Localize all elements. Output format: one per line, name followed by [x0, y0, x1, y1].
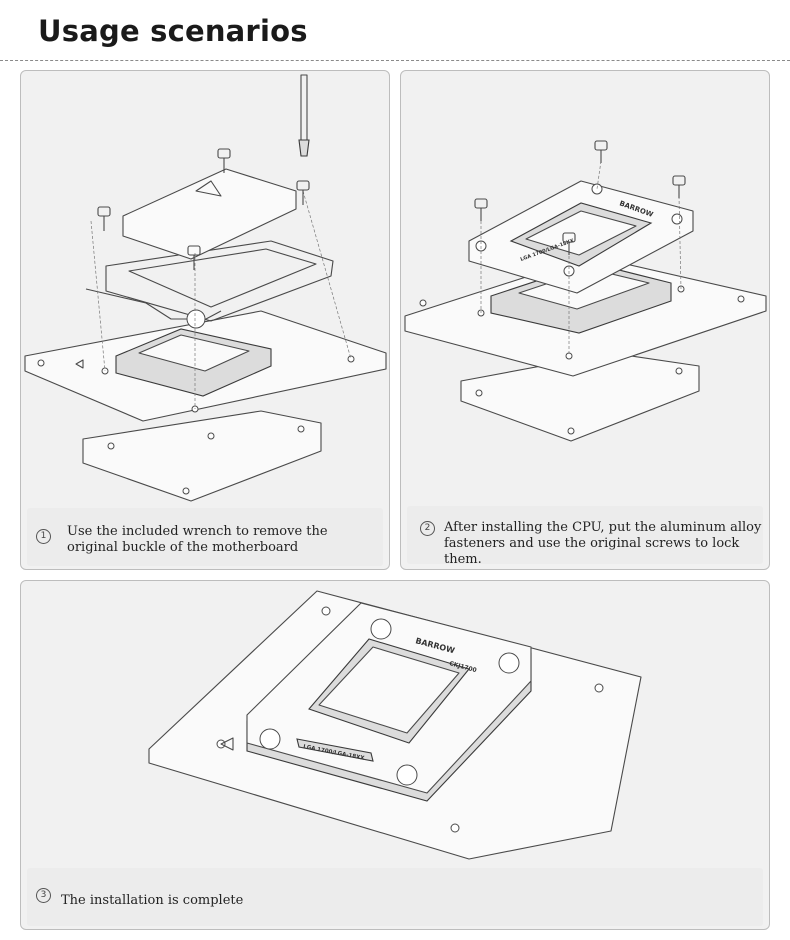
step-number-badge: 1	[36, 529, 51, 544]
page-title: Usage scenarios	[38, 14, 308, 48]
step-2-caption-box: 2 After installing the CPU, put the alum…	[407, 506, 763, 567]
step-1-caption: Use the included wrench to remove the or…	[67, 524, 328, 555]
step-number-badge: 3	[36, 888, 51, 903]
step-3-caption-box: 3 The installation is complete	[27, 868, 763, 926]
step-1-caption-box: 1 Use the included wrench to remove the …	[27, 508, 383, 566]
step-2-caption: After installing the CPU, put the alumin…	[444, 520, 762, 567]
step-3-panel: BARROW CKJ1700 LGA 1700/LGA-18XX 3 The i…	[20, 580, 770, 930]
step-1-illustration	[24, 74, 387, 502]
step-3-caption: The installation is complete	[61, 893, 244, 908]
step-2-illustration: BARROW LGA 1700/LGA-18XX	[404, 140, 767, 442]
step-3-illustration: BARROW CKJ1700 LGA 1700/LGA-18XX	[148, 590, 642, 860]
header-divider	[0, 60, 790, 61]
step-number-badge: 2	[420, 521, 435, 536]
step-2-panel: BARROW LGA 1700/LGA-18XX 2 After install…	[400, 70, 770, 570]
step-1-panel: 1 Use the included wrench to remove the …	[20, 70, 390, 570]
